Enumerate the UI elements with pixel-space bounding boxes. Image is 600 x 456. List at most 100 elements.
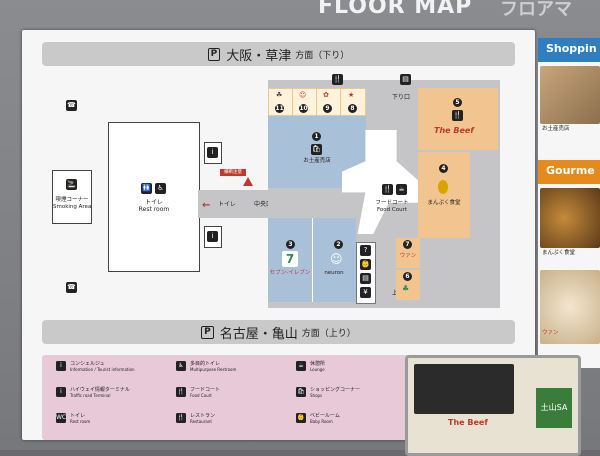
- shop-number: 4: [439, 164, 448, 173]
- shop-label: ウァン: [399, 253, 417, 259]
- legend-icon: i: [56, 387, 66, 398]
- legend-label-jp: ハイウェイ情報ターミナル: [70, 387, 130, 394]
- restaurant-icon: 🍴: [452, 110, 463, 121]
- shopping-icon: 🛍: [311, 144, 322, 155]
- shop-caption: お土産売店: [542, 126, 570, 132]
- legend-label-en: Lounge: [310, 367, 325, 372]
- shop-7-wan: 7 ウァン: [396, 238, 420, 268]
- direction-bar-up: P 名古屋・亀山 方面（上り）: [42, 320, 515, 344]
- legend-label-en: Traffic road Terminal: [70, 393, 111, 399]
- legend-label-jp: 多目的トイレ: [190, 361, 221, 367]
- down-entrance-label: 下り口: [392, 94, 411, 101]
- direction-down-text: 大阪・草津: [226, 48, 292, 64]
- shopping-title: Shoppin: [546, 42, 597, 55]
- restaurant-icon: 🍴: [332, 74, 343, 85]
- info-icon: i: [207, 147, 218, 158]
- wan-caption: ウァン: [542, 330, 559, 336]
- legend-label-en: Information / Tourist information: [70, 367, 135, 372]
- parking-icon: P: [207, 47, 221, 61]
- shop-5-the-beef: 5 🍴 The Beef: [418, 88, 498, 150]
- floor-map-title: FLOOR MAP: [318, 0, 473, 19]
- floor-map-title-jp: フロアマ: [500, 0, 572, 20]
- legend-label-jp: フードコート: [190, 387, 221, 394]
- legend-icon: 🍴: [176, 413, 186, 424]
- legend-icon: WC: [56, 413, 67, 424]
- restaurant-icon: 🍴: [382, 184, 393, 195]
- legend-icon: 👶: [296, 413, 306, 424]
- shop-label: The Beef: [434, 126, 474, 135]
- legend-label-jp: ベビールーム: [310, 413, 340, 420]
- accessible-toilet-icon: ♿: [155, 183, 166, 194]
- info-icon: i: [207, 231, 218, 242]
- info-icon: ?: [360, 245, 371, 256]
- smoking-area: 🚬 喫煙コーナー Smoking Area: [52, 170, 92, 224]
- direction-up-suffix: 方面（上り）: [301, 328, 356, 339]
- area-badge: 土山SA: [536, 388, 572, 428]
- seven-eleven-logo: 7: [282, 251, 298, 267]
- shop-logo-8: ★: [348, 91, 355, 99]
- shop-number: 10: [299, 104, 308, 113]
- shop-label: セブン-イレブン: [269, 270, 311, 276]
- legend-label-en: Multipurpose Restroom: [190, 367, 237, 372]
- neuron-logo-icon: ☺: [330, 252, 343, 266]
- shop-4-manpuku: 4 まんぷく食堂: [418, 152, 470, 238]
- shop-label: neuron: [324, 270, 344, 276]
- direction-down-suffix: 方面（下り）: [295, 50, 350, 61]
- legend-icon: ☕: [296, 361, 306, 371]
- restroom-label-en: Rest room: [138, 206, 170, 213]
- warning-icon: [243, 177, 253, 186]
- legend-label-jp: ショッピングコーナー: [310, 387, 361, 394]
- caution-sign: 横断注意: [220, 169, 246, 176]
- shop-label: お土産売店: [303, 158, 331, 164]
- divider: [312, 218, 313, 302]
- legend-label-en: Rest room: [70, 419, 91, 425]
- souvenir-shop-photo: [540, 66, 600, 124]
- legend-icon: 🍴: [176, 387, 186, 398]
- info-booth: i: [204, 226, 222, 248]
- shop-label: まんぷく食堂: [427, 200, 461, 206]
- small-shops-row: ☘ ☺ ✿ ★ 11 10 9 8: [268, 88, 366, 116]
- toilet-direction-label: トイレ: [218, 201, 237, 208]
- legend-label-en: Restaurant: [190, 419, 212, 425]
- arrow-left-icon: ←: [202, 200, 211, 211]
- shop-number: 5: [453, 98, 462, 107]
- legend-label-jp: コンシェルジュ: [70, 361, 105, 367]
- gourmet-title: Gourme: [546, 164, 595, 177]
- gourmet-header: Gourme: [538, 160, 600, 184]
- baby-room-icon: 👶: [360, 259, 371, 270]
- direction-up-text: 名古屋・亀山: [219, 326, 298, 342]
- legend-label-en: Food Court: [190, 393, 212, 399]
- promo-photo: [414, 364, 514, 414]
- shop-number: 8: [348, 104, 357, 113]
- shop-number: 2: [334, 240, 343, 249]
- info-booth: i: [204, 142, 222, 164]
- legend-label-en: Baby Room: [310, 419, 333, 425]
- shop-number: 3: [286, 240, 295, 249]
- legend-label-en: Shops: [310, 393, 323, 399]
- shop-number: 1: [312, 132, 321, 141]
- phone-icon: ☎: [66, 282, 77, 293]
- sidebar: Shoppin お土産売店 Gourme まんぷく食堂 ウァン: [538, 38, 600, 368]
- food-court-label-jp: フードコート: [375, 200, 409, 206]
- toilet-icon: 🚻: [141, 183, 152, 194]
- restroom: 🚻 ♿ トイレ Rest room: [108, 122, 200, 272]
- shopping-header: Shoppin: [538, 38, 600, 62]
- legend-label-jp: 休憩所: [310, 361, 326, 367]
- shop-number: 11: [275, 104, 284, 113]
- food-court-label-en: Food Court: [376, 207, 408, 213]
- shop-6: 6 ♣: [396, 270, 420, 300]
- shop-logo-11: ☘: [276, 91, 283, 99]
- shops-2-3-block: 3 7 セブン-イレブン 2 ☺ neuron: [268, 218, 356, 302]
- atm-icon: ¥: [360, 287, 371, 298]
- shop-number: 6: [403, 272, 412, 281]
- shop-11: [269, 89, 292, 115]
- legend-icon: 🛍: [296, 387, 306, 398]
- map-board: P 大阪・草津 方面（下り） P 名古屋・亀山 方面（上り） ☎ ☎ 🚬 喫煙コ…: [22, 30, 535, 440]
- corridor: [198, 190, 268, 218]
- promo-title: The Beef: [448, 418, 488, 427]
- promo-panel: The Beef 土山SA: [405, 355, 581, 456]
- restaurant-logo: [438, 180, 448, 194]
- restroom-label-jp: トイレ: [144, 199, 163, 206]
- legend-icon: ♿: [176, 361, 186, 371]
- parking-icon: P: [201, 325, 214, 339]
